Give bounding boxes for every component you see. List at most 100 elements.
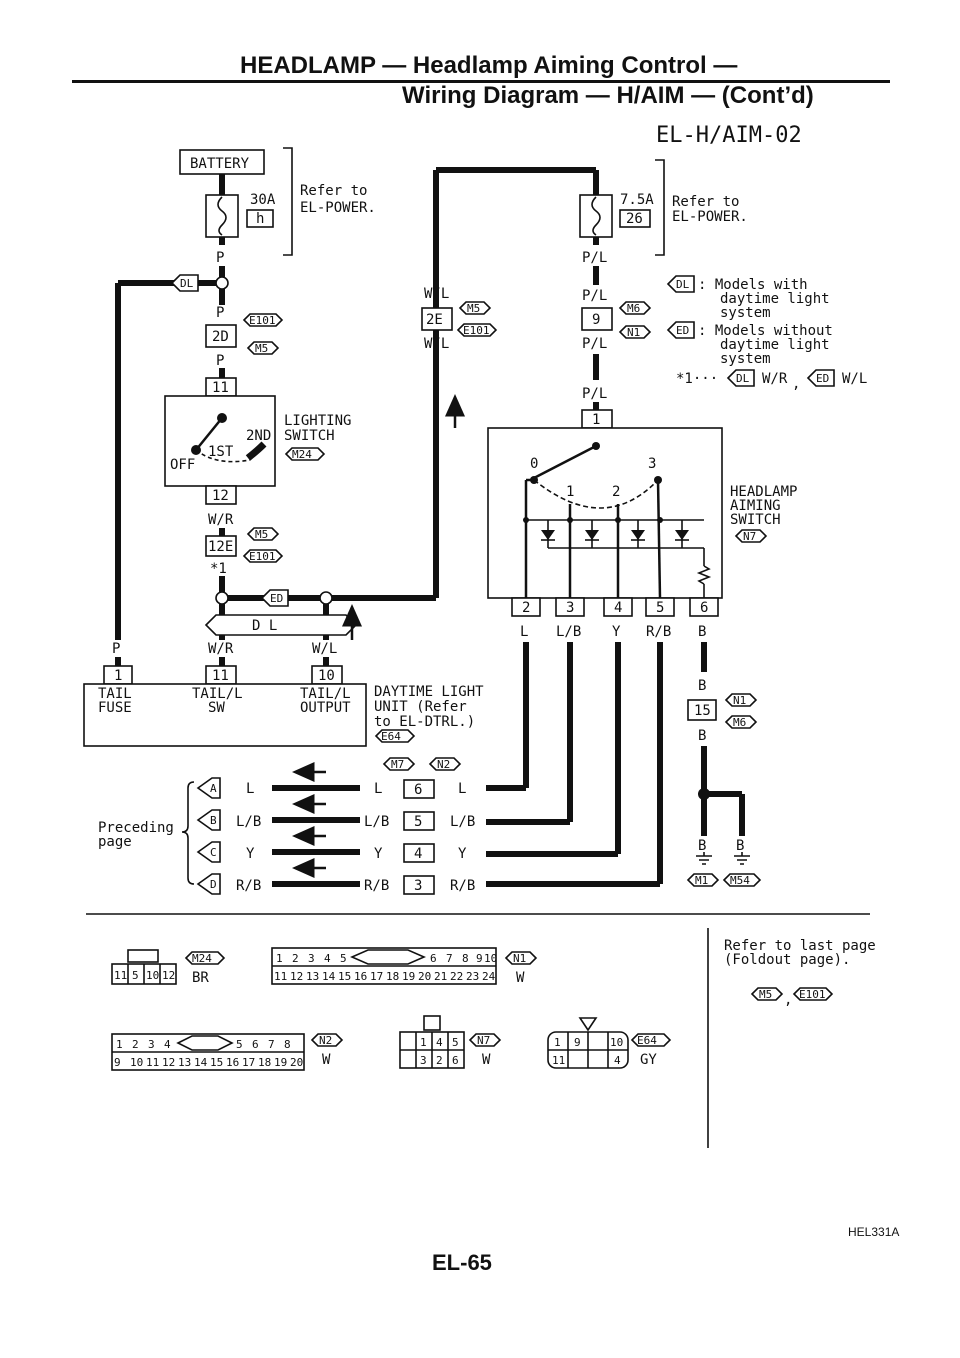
dtl-tl1: TAIL/L	[192, 686, 243, 702]
pin-12e: 12E	[208, 539, 233, 555]
wire-label-b-3: B	[698, 728, 706, 744]
ground-m1-label: M1	[695, 874, 708, 887]
conn-tag-n2-label: N2	[437, 758, 450, 771]
legend-dl-text2: daytime light	[720, 291, 830, 307]
m7-pin-6-label: 6	[414, 782, 422, 798]
legend-dl-label: DL	[676, 278, 690, 291]
pin-11-label: 11	[212, 380, 229, 396]
wire-label-b-4: B	[698, 838, 706, 854]
has-pin-5	[645, 597, 675, 617]
pin-label: 19	[402, 970, 415, 983]
refer1-line2: EL-POWER.	[300, 200, 376, 216]
has-pin-4-label: 4	[614, 600, 622, 616]
ls-label2: SWITCH	[284, 428, 335, 444]
has-pos3: 3	[648, 456, 656, 472]
pin-label: 20	[290, 1056, 303, 1069]
cv-tag-m24-label: M24	[192, 952, 212, 965]
fuse-30a-element	[217, 196, 227, 236]
dtl-tail1: TAIL	[98, 686, 132, 702]
pin-label: 10	[484, 952, 497, 965]
wire-label-b-5: B	[736, 838, 744, 854]
conn-tag-m6-1	[618, 301, 652, 315]
wire-label-y-p: Y	[246, 846, 255, 862]
pin-label: 7	[268, 1038, 275, 1051]
has-pin-1-label: 1	[592, 412, 600, 428]
wire-label-p-3: P	[216, 353, 224, 369]
pin-label: 19	[274, 1056, 287, 1069]
ground-m54	[722, 873, 762, 887]
connector-view-e64: 1 9 10 11 4	[547, 1017, 629, 1069]
pin-label: 12	[162, 1056, 175, 1069]
wire-label-y-m: Y	[374, 846, 383, 862]
m7-pin-5	[403, 811, 435, 831]
pin-label: 5	[236, 1038, 243, 1051]
wire-label-y-r: Y	[458, 846, 467, 862]
conn-tag-m24	[284, 447, 326, 461]
pin-label: 11	[274, 970, 287, 983]
dtl-label1: DAYTIME LIGHT	[374, 684, 484, 700]
dl-tag-1-label: DL	[180, 277, 194, 290]
has-pin-4	[603, 597, 633, 617]
dtl-to2: OUTPUT	[300, 700, 351, 716]
pin-label: 18	[258, 1056, 271, 1069]
m7-pin-4-label: 4	[414, 846, 422, 862]
battery-label: BATTERY	[190, 156, 250, 172]
legend-star-dl-label: DL	[736, 372, 750, 385]
headlamp-aiming-switch-box	[487, 427, 723, 599]
connector-view-m24: 11 5 10 12	[111, 949, 177, 985]
legend-dl-tag	[666, 275, 695, 293]
svg-text:2: 2	[436, 1054, 443, 1067]
pin-label: 15	[210, 1056, 223, 1069]
m7-pin-5-label: 5	[414, 814, 422, 830]
conn-2d	[205, 324, 237, 348]
wire-label-l-p: L	[246, 781, 254, 797]
legend-star-note: *1···	[676, 371, 718, 387]
legend-ed-text2: daytime light	[720, 337, 830, 353]
pin-label: 3	[308, 952, 315, 965]
pin-label: 23	[466, 970, 479, 983]
has-pin-6	[689, 597, 719, 617]
pin-label: 8	[284, 1038, 291, 1051]
pin-label: 1	[276, 952, 283, 965]
pin-label: 4	[324, 952, 331, 965]
svg-text:1: 1	[420, 1036, 427, 1049]
refer-last-comma: ,	[784, 992, 792, 1008]
lighting-switch-box	[164, 395, 276, 487]
has-label1: HEADLAMP	[730, 484, 797, 500]
svg-text:4: 4	[436, 1036, 443, 1049]
wire-label-wr-1: W/R	[208, 512, 234, 528]
conn-tag-e64-1	[374, 729, 416, 743]
fuse-30a	[205, 194, 239, 238]
pin-label: 8	[462, 952, 469, 965]
page-title-line1: HEADLAMP — Headlamp Aiming Control —	[240, 52, 738, 79]
dl-tag-1	[170, 274, 199, 292]
wire-label-rb-1: R/B	[646, 624, 671, 640]
wire-label-lb-p: L/B	[236, 814, 261, 830]
pin-2e: 2E	[426, 312, 443, 328]
conn-tag-m5-1-label: M5	[255, 342, 268, 355]
pin-12-label: 12	[212, 488, 229, 504]
fuse-30a-id-box	[246, 209, 274, 228]
legend-dl-text3: system	[720, 305, 771, 321]
preceding-a	[196, 777, 221, 799]
dtl-to1: TAIL/L	[300, 686, 351, 702]
pin-label: 11	[146, 1056, 159, 1069]
svg-text:10: 10	[146, 969, 159, 982]
figure-code: HEL331A	[848, 1225, 899, 1239]
legend-ed-text1: : Models without	[698, 323, 833, 339]
conn-tag-m5-3	[458, 301, 492, 315]
m7-pin-6	[403, 779, 435, 799]
has-pos0: 0	[530, 456, 538, 472]
conn-tag-m6-2-label: M6	[733, 716, 746, 729]
refer1-line1: Refer to	[300, 183, 367, 199]
has-pin-3-label: 3	[566, 600, 574, 616]
fuse-26-id-box	[619, 209, 651, 228]
refer-last-e101-label: E101	[799, 988, 826, 1001]
refer-last-line1: Refer to last page	[724, 938, 876, 954]
wire-label-pl-4: P/L	[582, 386, 607, 402]
ls-1st: 1ST	[208, 444, 234, 460]
fuse-7-5a	[579, 194, 613, 238]
pin-label: 2	[292, 952, 299, 965]
conn-tag-m6-1-label: M6	[627, 302, 640, 315]
